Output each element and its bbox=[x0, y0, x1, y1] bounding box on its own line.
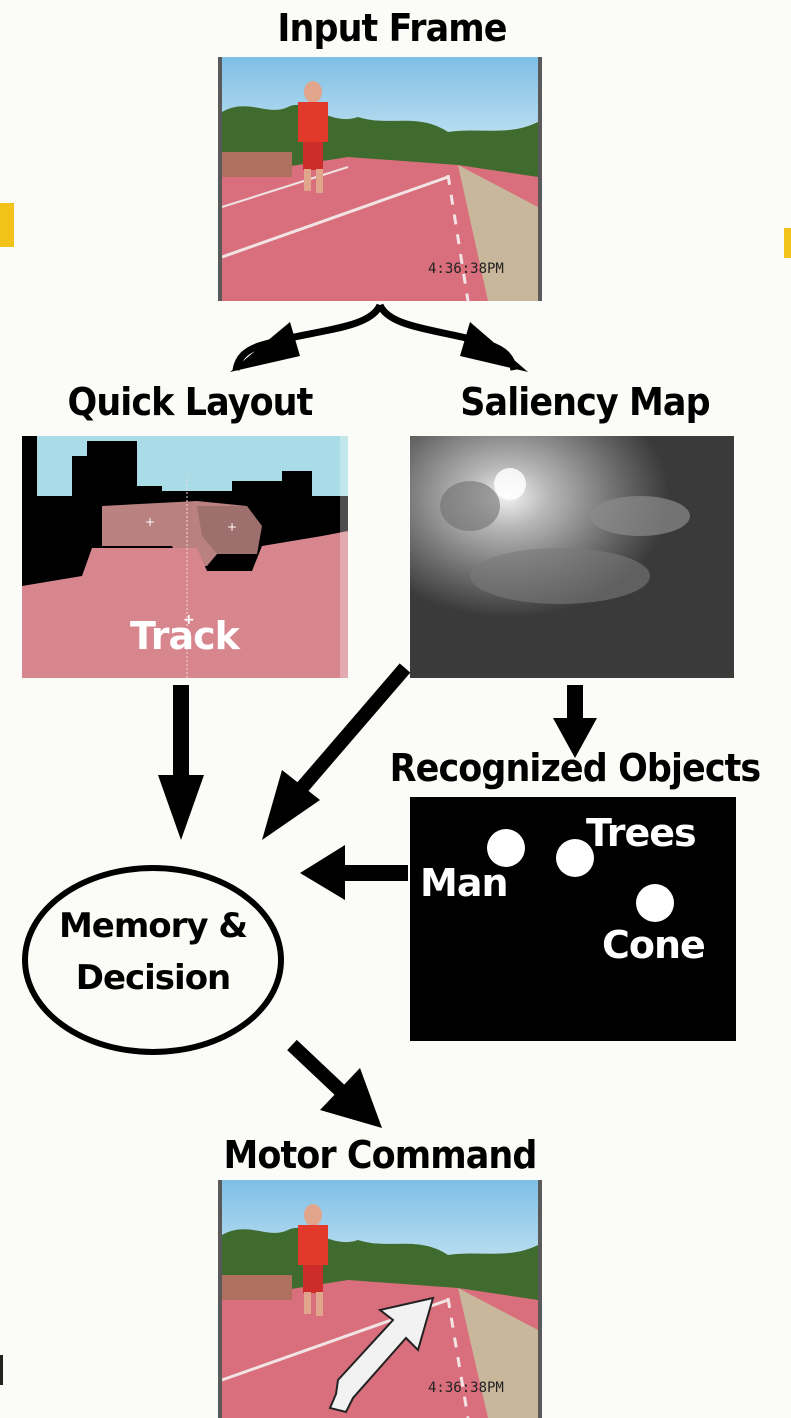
input-frame-image: 4:36:38PM bbox=[218, 57, 542, 301]
svg-text:+: + bbox=[183, 612, 195, 628]
objects-decision-shaft bbox=[340, 865, 408, 881]
split-arrow-left-head bbox=[230, 322, 300, 372]
left-edge-tick bbox=[0, 1355, 3, 1385]
motor-command-image: 4:36:38PM bbox=[218, 1180, 542, 1418]
motor-command-title: Motor Command bbox=[223, 1133, 537, 1177]
saliency-decision-shaft bbox=[294, 663, 411, 795]
layout-arrow-head bbox=[158, 775, 204, 840]
trees-label: Trees bbox=[586, 811, 697, 855]
quick-layout-image: + + + Track bbox=[22, 436, 348, 678]
right-edge-mark bbox=[784, 228, 791, 258]
svg-text:+: + bbox=[145, 515, 155, 529]
svg-text:+: + bbox=[227, 520, 237, 534]
recognized-objects-image: Man Trees Cone bbox=[410, 797, 736, 1041]
saliency-objects-head bbox=[553, 718, 597, 758]
left-edge-mark bbox=[0, 203, 14, 247]
saliency-objects-shaft bbox=[567, 685, 583, 725]
trees-marker bbox=[556, 839, 594, 877]
man-label: Man bbox=[420, 861, 509, 905]
layout-arrow-shaft bbox=[173, 685, 189, 780]
motor-timestamp: 4:36:38PM bbox=[428, 1380, 504, 1396]
quick-layout-title: Quick Layout bbox=[67, 380, 314, 424]
memory-decision-ellipse bbox=[22, 865, 284, 1055]
input-frame-title: Input Frame bbox=[277, 6, 507, 50]
cone-marker bbox=[636, 884, 674, 922]
man-marker bbox=[487, 829, 525, 867]
decision-motor-shaft bbox=[287, 1039, 350, 1101]
input-timestamp: 4:36:38PM bbox=[428, 261, 504, 277]
cone-label: Cone bbox=[602, 923, 706, 967]
decision-motor-head bbox=[320, 1068, 382, 1128]
saliency-map-image bbox=[410, 436, 734, 678]
memory-decision-text: Memory & Decision bbox=[22, 900, 284, 1004]
objects-decision-head bbox=[300, 845, 345, 900]
saliency-map-title: Saliency Map bbox=[460, 380, 710, 424]
saliency-decision-head bbox=[262, 770, 320, 840]
track-label: Track bbox=[130, 614, 240, 658]
decision-line: Decision bbox=[75, 958, 232, 998]
split-arrow-right-head bbox=[460, 322, 528, 372]
motor-direction-arrow bbox=[328, 1296, 435, 1414]
memory-line: Memory & bbox=[58, 906, 248, 946]
